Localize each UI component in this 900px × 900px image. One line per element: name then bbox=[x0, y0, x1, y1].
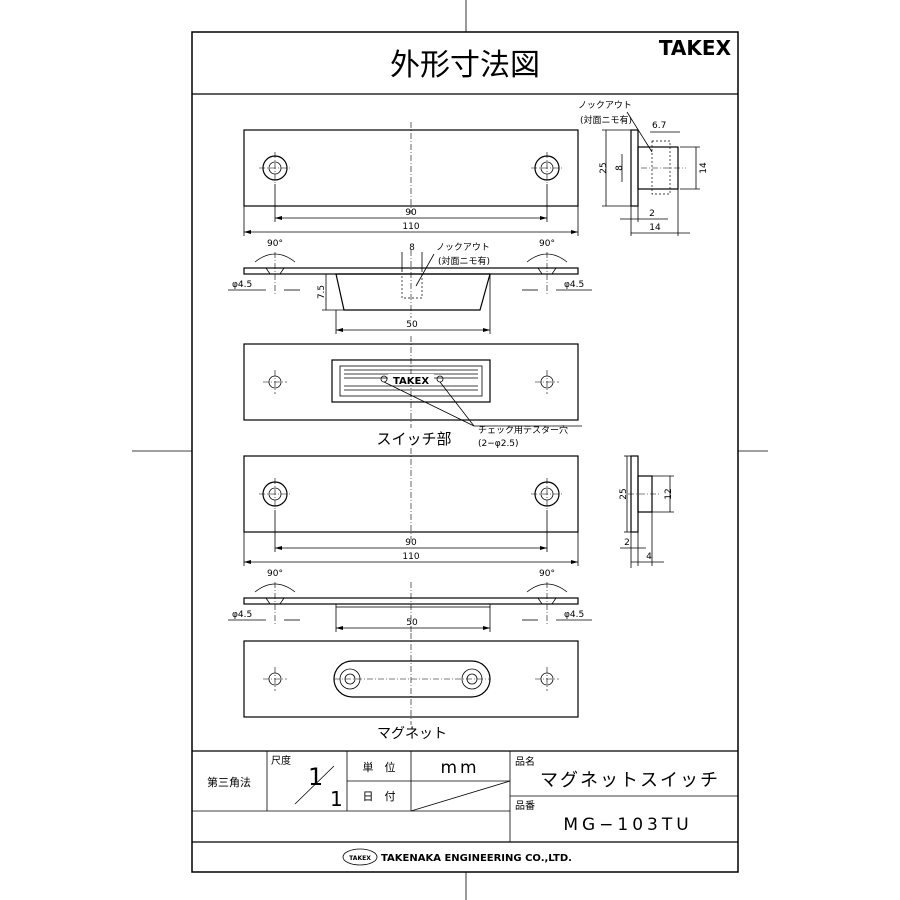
side-plate bbox=[630, 129, 639, 207]
dim-50: 50 bbox=[406, 320, 418, 330]
dim-7-5: 7.5 bbox=[317, 285, 327, 299]
brand-logo: TAKEX bbox=[659, 36, 732, 60]
dim-8-knockout: 8 bbox=[409, 243, 415, 253]
magnet-side-view: 25 12 2 4 bbox=[619, 455, 674, 568]
sheet-border bbox=[191, 31, 739, 873]
part-number-label: 品番 bbox=[515, 800, 535, 812]
dim-14-depth: 14 bbox=[649, 223, 661, 233]
switch-side-view: ノックアウト (対面ニモ有) 6.7 25 8 14 2 14 bbox=[578, 100, 709, 236]
product-name-label: 品名 bbox=[515, 755, 535, 768]
switch-top-view: 90 110 bbox=[243, 122, 579, 236]
magnet-dim-length: 110 bbox=[402, 552, 419, 562]
magnet-front-view: マグネット bbox=[243, 633, 579, 742]
unit-value: mm bbox=[440, 758, 479, 778]
tester-hole-left bbox=[380, 375, 388, 383]
switch-front-view: TAKEX チェック用テスター穴 (2−φ2.5) スイッチ部 bbox=[243, 336, 582, 449]
angle-right: 90° bbox=[539, 239, 555, 249]
magnet-caption: マグネット bbox=[377, 726, 447, 742]
magnet-dim-4: 4 bbox=[646, 552, 652, 562]
company-logo bbox=[342, 848, 378, 866]
date-label: 日 付 bbox=[363, 790, 396, 803]
tester-hole-label: チェック用テスター穴 bbox=[478, 424, 568, 436]
magnet-hole-dia-left: φ4.5 bbox=[232, 610, 252, 620]
magnet-dim-25: 25 bbox=[619, 488, 629, 499]
knockout-note-2: (対面ニモ有) bbox=[438, 255, 490, 267]
dim-14-height: 14 bbox=[699, 162, 709, 174]
tester-hole-right bbox=[436, 375, 444, 383]
hole-dia-left: φ4.5 bbox=[232, 280, 252, 290]
part-number: MG−103TU bbox=[563, 815, 692, 835]
dim-8: 8 bbox=[615, 165, 625, 171]
scale-slash bbox=[294, 765, 335, 805]
projection-method: 第三角法 bbox=[207, 775, 251, 789]
company-logo-text: TAKEX bbox=[349, 855, 371, 862]
knockout-note: (対面ニモ有) bbox=[580, 114, 632, 126]
knockout-label: ノックアウト bbox=[578, 100, 632, 111]
switch-caption: スイッチ部 bbox=[376, 430, 451, 448]
hole-dia-right: φ4.5 bbox=[564, 280, 584, 290]
magnet-profile-view: 90° 90° φ4.5 φ4.5 50 bbox=[228, 569, 592, 632]
magnet-dim-12: 12 bbox=[664, 488, 674, 499]
scale-denominator: 1 bbox=[330, 787, 343, 811]
magnet-dim-hole-span: 90 bbox=[405, 538, 417, 548]
magnet-dim-50: 50 bbox=[406, 618, 418, 628]
unit-label: 単 位 bbox=[363, 760, 396, 774]
scale-label: 尺度 bbox=[271, 754, 291, 767]
switch-brand-label: TAKEX bbox=[393, 376, 429, 387]
magnet-hole-dia-right: φ4.5 bbox=[564, 610, 584, 620]
switch-body-front bbox=[331, 359, 491, 403]
registration-marks bbox=[132, 0, 768, 900]
tester-hole-note: (2−φ2.5) bbox=[478, 439, 519, 449]
dim-2: 2 bbox=[649, 209, 655, 219]
dim-6-7: 6.7 bbox=[652, 121, 666, 131]
footer: TAKEX TAKENAKA ENGINEERING CO.,LTD. bbox=[342, 848, 572, 866]
company-name: TAKENAKA ENGINEERING CO.,LTD. bbox=[381, 853, 572, 864]
magnet-angle-right: 90° bbox=[539, 569, 555, 579]
magnet-top-view: 90 110 bbox=[243, 448, 579, 566]
angle-left: 90° bbox=[267, 239, 283, 249]
knockout-label-2: ノックアウト bbox=[436, 242, 490, 253]
magnet-angle-left: 90° bbox=[267, 569, 283, 579]
dim-length: 110 bbox=[402, 222, 419, 232]
dim-25: 25 bbox=[599, 162, 609, 173]
product-name: マグネットスイッチ bbox=[540, 770, 720, 791]
magnet-dim-2: 2 bbox=[624, 538, 630, 548]
title-block: 第三角法 尺度 1 1 単 位 mm 日 付 品名 マグネットスイッチ 品番 M… bbox=[192, 750, 738, 843]
dim-hole-span: 90 bbox=[405, 208, 417, 218]
page-title: 外形寸法図 bbox=[390, 48, 540, 83]
profile-body bbox=[335, 273, 491, 311]
scale-numerator: 1 bbox=[308, 763, 323, 791]
switch-profile-view: 90° 90° φ4.5 φ4.5 8 ノックアウト (対面ニモ有) 7.5 5… bbox=[228, 239, 592, 334]
